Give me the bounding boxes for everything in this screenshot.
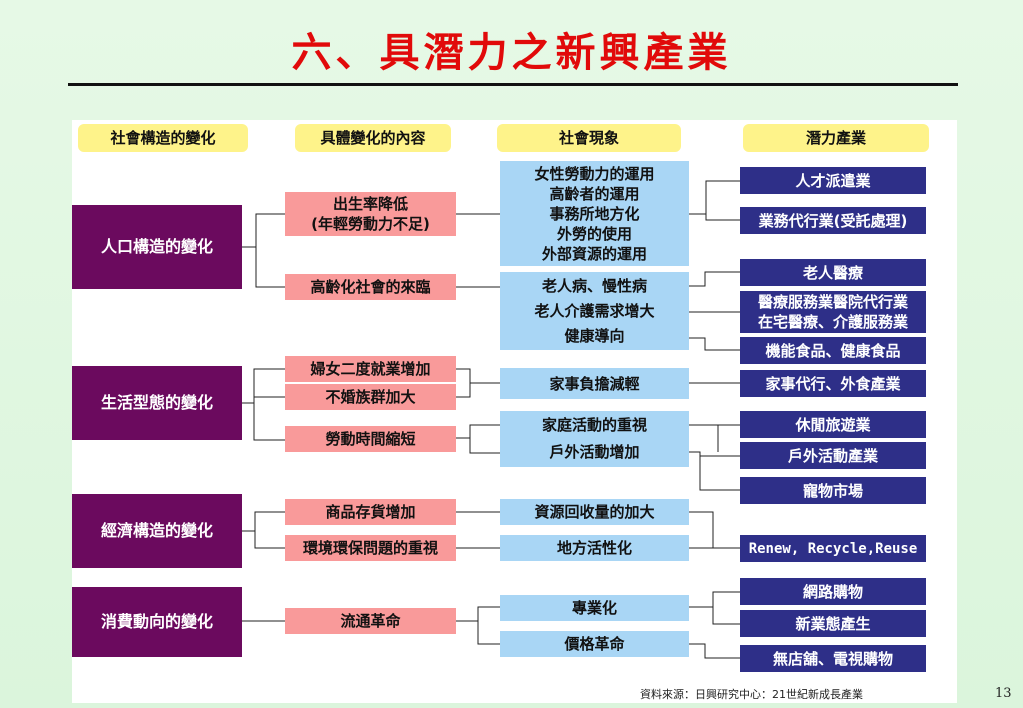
slide-title: 六、具潛力之新興產業 <box>291 29 732 76</box>
header-specific-content: 具體變化的內容 <box>295 124 451 152</box>
phenomenon-line: 健康導向 <box>564 326 625 345</box>
content-birthrate: 出生率降低 (年輕勞動力不足) <box>285 192 456 236</box>
industry-business-outsourcing: 業務代行業(受託處理) <box>740 207 926 234</box>
content-distribution-revolution: 流通革命 <box>285 608 456 634</box>
category-population: 人口構造的變化 <box>72 205 242 289</box>
phenomenon-line: 高齡者的運用 <box>549 184 640 203</box>
phenomenon-labor-usage: 女性勞動力的運用 高齡者的運用 事務所地方化 外勞的使用 外部資源的運用 <box>500 161 689 266</box>
industry-line: 在宅醫療、介護服務業 <box>757 313 908 331</box>
phenomenon-family-outdoor: 家庭活動的重視 戶外活動增加 <box>500 411 689 467</box>
industry-tv-shopping: 無店舖、電視購物 <box>740 645 926 672</box>
phenomenon-line: 外部資源的運用 <box>541 244 647 263</box>
industry-recycle: Renew, Recycle,Reuse <box>740 535 926 562</box>
phenomenon-local-revitalization: 地方活性化 <box>500 535 689 561</box>
phenomenon-line: 家庭活動的重視 <box>541 416 647 434</box>
phenomenon-housework-reduction: 家事負擔減輕 <box>500 368 689 399</box>
industry-outdoor-activity: 戶外活動產業 <box>740 442 926 469</box>
phenomenon-line: 事務所地方化 <box>549 204 640 223</box>
header-potential-industry: 潛力產業 <box>743 124 929 152</box>
industry-online-shopping: 網路購物 <box>740 578 926 605</box>
industry-medical-services: 醫療服務業醫院代行業 在宅醫療、介護服務業 <box>740 291 926 333</box>
content-women-reemployment: 婦女二度就業增加 <box>285 356 456 382</box>
content-line: (年輕勞動力不足) <box>311 215 430 233</box>
page-number: 13 <box>995 686 1012 701</box>
content-unmarried-group: 不婚族群加大 <box>285 384 456 410</box>
phenomenon-line: 外勞的使用 <box>556 224 632 243</box>
content-inventory: 商品存貨增加 <box>285 499 456 525</box>
industry-new-business-format: 新業態產生 <box>740 610 926 637</box>
title-underline <box>68 83 958 86</box>
content-aging-society: 高齡化社會的來臨 <box>285 274 456 300</box>
content-working-hours: 勞動時間縮短 <box>285 426 456 452</box>
phenomenon-price-revolution: 價格革命 <box>500 631 689 657</box>
source-note: 資料來源：日興研究中心：21世紀新成長產業 <box>640 688 863 701</box>
industry-leisure-travel: 休閒旅遊業 <box>740 411 926 438</box>
phenomenon-line: 戶外活動增加 <box>549 443 640 461</box>
category-consumption: 消費動向的變化 <box>72 587 242 657</box>
industry-functional-food: 機能食品、健康食品 <box>740 337 926 364</box>
content-environment: 環境環保問題的重視 <box>285 535 456 561</box>
phenomenon-specialization: 專業化 <box>500 595 689 621</box>
phenomenon-line: 女性勞動力的運用 <box>534 164 655 183</box>
phenomenon-elderly-health: 老人病、慢性病 老人介護需求增大 健康導向 <box>500 272 689 350</box>
category-economic: 經濟構造的變化 <box>72 494 242 568</box>
phenomenon-line: 老人介護需求增大 <box>534 301 655 320</box>
industry-housework-dining: 家事代行、外食產業 <box>740 370 926 397</box>
header-social-structure: 社會構造的變化 <box>78 124 248 152</box>
industry-line: 醫療服務業醫院代行業 <box>757 293 908 311</box>
phenomenon-recycling: 資源回收量的加大 <box>500 499 689 525</box>
category-lifestyle: 生活型態的變化 <box>72 366 242 440</box>
industry-elderly-medical: 老人醫療 <box>740 259 926 286</box>
industry-pet-market: 寵物市場 <box>740 477 926 504</box>
industry-staffing: 人才派遣業 <box>740 167 926 194</box>
content-line: 出生率降低 <box>332 195 408 213</box>
phenomenon-line: 老人病、慢性病 <box>541 276 647 295</box>
header-social-phenomenon: 社會現象 <box>497 124 681 152</box>
